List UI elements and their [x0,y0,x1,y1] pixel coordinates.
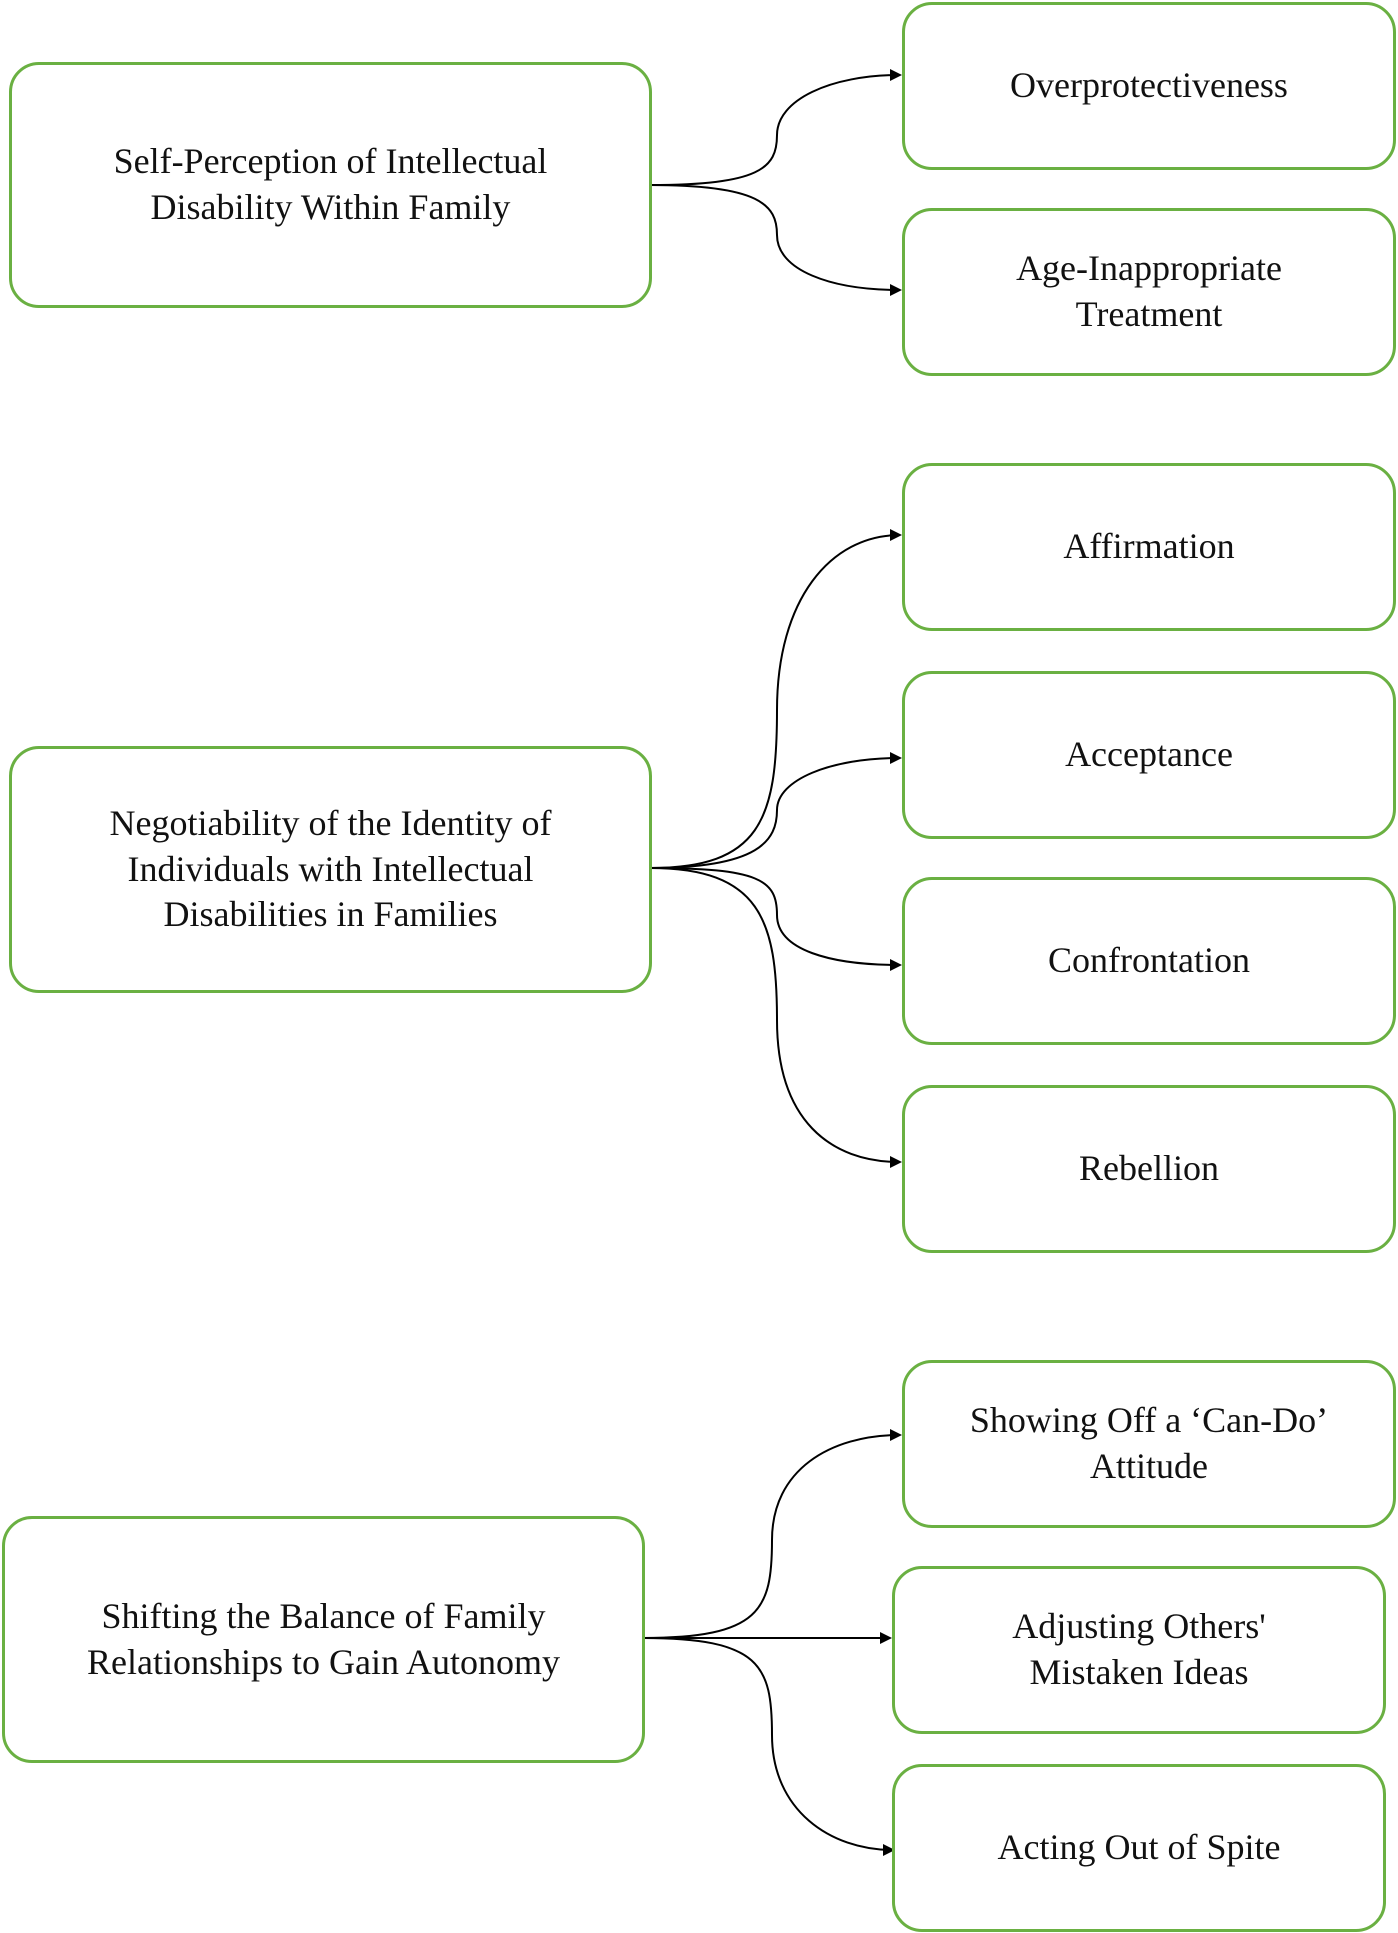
subtheme-affirmation: Affirmation [902,463,1396,631]
subtheme-acceptance: Acceptance [902,671,1396,839]
connector-can-do-attitude [642,1429,902,1639]
connector-rebellion [649,867,902,1168]
connector-affirmation [649,529,902,869]
subtheme-adjusting-mistaken-ideas: Adjusting Others'Mistaken Ideas [892,1566,1386,1734]
subtheme-acting-out-of-spite: Acting Out of Spite [892,1764,1386,1932]
subtheme-overprotectiveness: Overprotectiveness [902,2,1396,170]
connector-acceptance [649,752,902,869]
connector-overprotectiveness [649,69,902,186]
subtheme-rebellion: Rebellion [902,1085,1396,1253]
connector-confrontation [649,867,902,971]
subtheme-can-do-attitude: Showing Off a ‘Can-Do’Attitude [902,1360,1396,1528]
connector-age-inappropriate-treatment [649,184,902,296]
connector-acting-out-of-spite [642,1637,895,1856]
subtheme-confrontation: Confrontation [902,877,1396,1045]
